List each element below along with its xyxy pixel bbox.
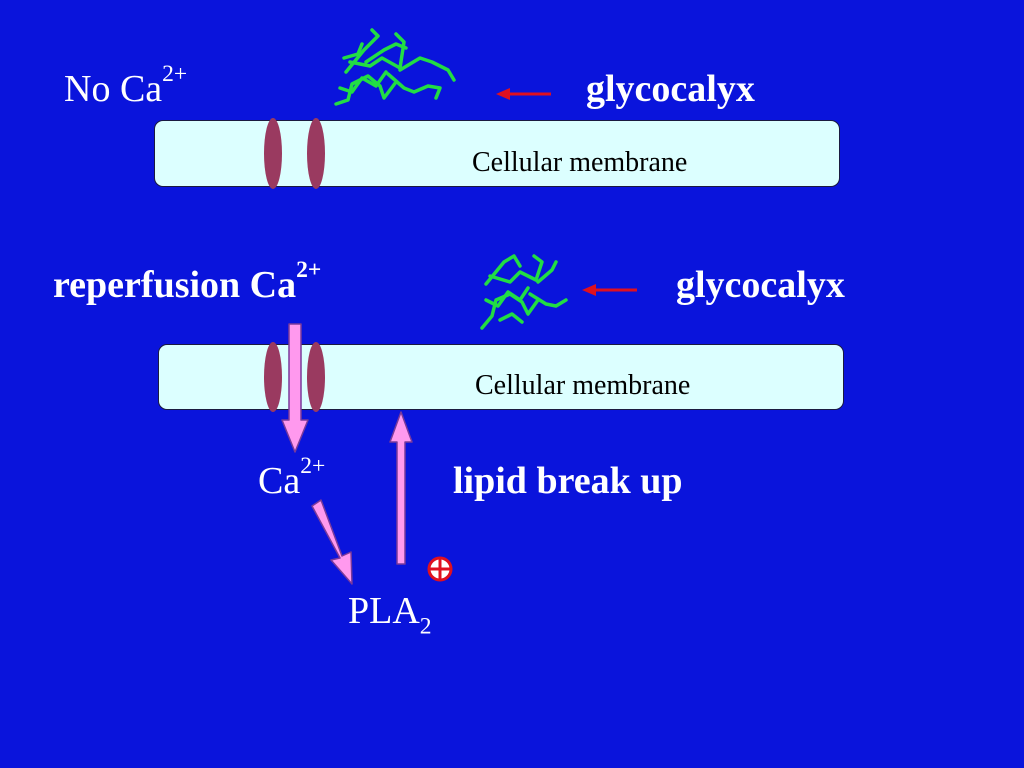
lipid-break-up-label: lipid break up xyxy=(453,460,683,502)
influx-ion-label: Ca2+ xyxy=(258,452,326,502)
circled-plus-icon xyxy=(427,556,453,582)
top-ion-channel-2 xyxy=(307,118,325,189)
bottom-condition-label: reperfusion Ca2+ xyxy=(53,256,322,306)
pla2-label: PLA2 xyxy=(348,590,432,640)
bottom-glycocalyx-strands xyxy=(480,254,568,330)
bottom-ion-channel-2 xyxy=(307,342,325,412)
top-glycocalyx-pointer-arrow xyxy=(496,88,551,100)
top-condition-label: No Ca2+ xyxy=(64,60,188,110)
bottom-membrane-label: Cellular membrane xyxy=(475,370,691,401)
pla2-to-membrane-arrow xyxy=(389,411,413,565)
top-membrane-label: Cellular membrane xyxy=(472,147,688,178)
bottom-glycocalyx-pointer-arrow xyxy=(582,284,637,296)
top-glycocalyx-strands xyxy=(334,28,456,106)
calcium-influx-arrow xyxy=(281,323,309,453)
bottom-glycocalyx-label: glycocalyx xyxy=(676,264,845,306)
calcium-to-pla2-arrow xyxy=(311,499,353,585)
top-ion-channel-1 xyxy=(264,118,282,189)
bottom-ion-channel-1 xyxy=(264,342,282,412)
top-glycocalyx-label: glycocalyx xyxy=(586,68,755,110)
